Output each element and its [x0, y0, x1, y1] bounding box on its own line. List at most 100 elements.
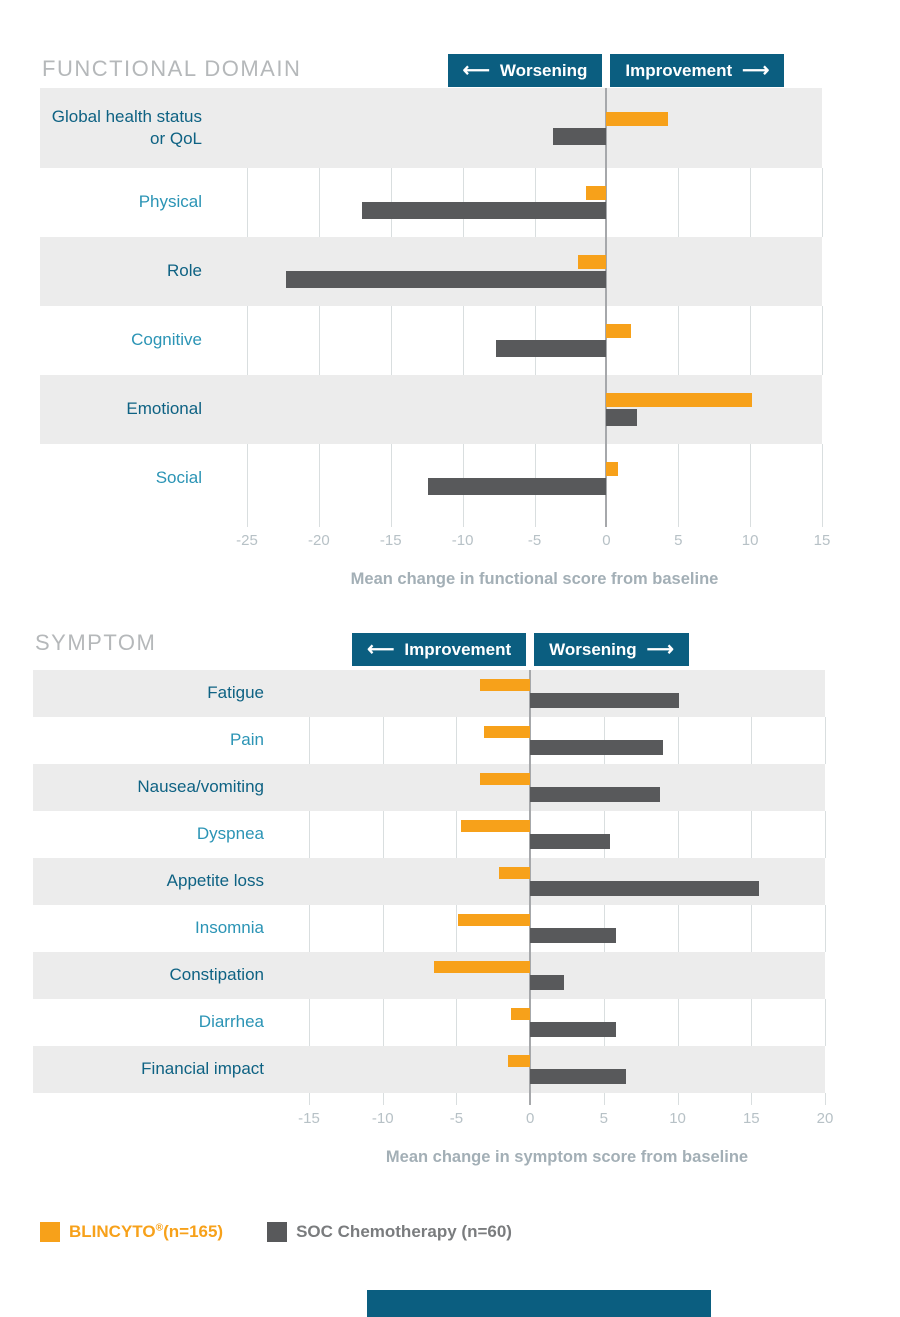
gridline: [456, 717, 458, 764]
bar-area: [247, 306, 823, 375]
soc-bar: [428, 478, 607, 495]
tick-label: 15: [742, 1110, 760, 1127]
axis-tick: [603, 1093, 605, 1105]
gridline: [750, 306, 752, 375]
blincyto-bar: [606, 111, 669, 126]
blincyto-bar: [499, 867, 531, 879]
chart-row: Role: [40, 237, 822, 306]
tick-label: -25: [236, 532, 258, 549]
tick-label: -10: [451, 532, 474, 549]
gridline: [382, 717, 384, 764]
chart-row: Dyspnea: [33, 811, 826, 858]
zero-line: [605, 88, 608, 527]
worsening-direction-banner: Worsening ⟶: [534, 633, 689, 666]
tick-label: 0: [602, 532, 611, 549]
gridline: [825, 999, 826, 1046]
x-axis-title: Mean change in functional score from bas…: [350, 570, 719, 588]
functional-domain-chart: FUNCTIONAL DOMAIN ⟵ Worsening Improvemen…: [40, 54, 830, 589]
legend: BLINCYTO®(n=165) SOC Chemotherapy (n=60): [40, 1222, 512, 1242]
soc-bar: [530, 1069, 626, 1084]
axis-tick: [309, 1093, 310, 1105]
direction-text: Worsening: [549, 639, 637, 659]
chart-row: Nausea/vomiting: [33, 764, 825, 811]
category-label: Appetite loss: [166, 871, 264, 891]
gridline: [751, 811, 753, 858]
category-label: Nausea/vomiting: [137, 777, 264, 797]
gridline: [825, 811, 826, 858]
gridline: [677, 999, 679, 1046]
gridline: [825, 905, 826, 952]
category-label: Financial impact: [141, 1059, 264, 1079]
chart-row: Appetite loss: [33, 858, 825, 905]
category-label: Pain: [229, 730, 264, 750]
category-label: Fatigue: [207, 683, 264, 703]
blincyto-bar: [606, 324, 631, 338]
gridline: [456, 811, 458, 858]
direction-text: Improvement: [404, 639, 512, 659]
gridline: [751, 717, 753, 764]
gridline: [247, 168, 248, 237]
gridline: [825, 717, 826, 764]
axis-tick: [677, 1093, 679, 1105]
gridline: [822, 306, 823, 375]
direction-text: Improvement: [625, 60, 733, 80]
axis-tick-strip: [247, 513, 823, 527]
category-label: Dyspnea: [196, 824, 264, 844]
bar-area: [309, 858, 825, 905]
gridline: [677, 905, 679, 952]
blincyto-bar: [480, 679, 531, 691]
axis-tick: [825, 1093, 826, 1105]
soc-bar: [495, 340, 607, 357]
bar-area: [247, 237, 822, 306]
legend-label-blincyto: BLINCYTO®(n=165): [69, 1222, 223, 1242]
blincyto-bar: [606, 393, 752, 407]
legend-label-soc: SOC Chemotherapy (n=60): [296, 1222, 512, 1241]
gridline: [309, 717, 310, 764]
gridline: [318, 168, 320, 237]
chart-row: Physical: [40, 168, 823, 237]
axis-tick: [462, 513, 464, 527]
tick-label: -20: [308, 532, 330, 549]
soc-bar: [530, 834, 610, 849]
gridline: [678, 306, 680, 375]
tick-label: 10: [741, 532, 759, 549]
gridline: [247, 444, 248, 513]
arrow-right-icon: ⟶: [742, 60, 770, 81]
category-label: Diarrhea: [198, 1012, 264, 1032]
bar-area: [247, 88, 822, 168]
legend-item-soc: SOC Chemotherapy (n=60): [267, 1222, 512, 1242]
gridline: [678, 444, 680, 513]
tick-label: 20: [816, 1110, 834, 1127]
improvement-direction-banner: Improvement ⟶: [610, 54, 785, 87]
blincyto-bar: [508, 1055, 531, 1067]
axis-tick: [247, 513, 248, 527]
soc-bar: [362, 202, 607, 219]
tick-label: -10: [371, 1110, 394, 1127]
soc-bar: [530, 787, 660, 802]
chart-title: FUNCTIONAL DOMAIN: [42, 56, 302, 81]
chart-row: Financial impact: [33, 1046, 825, 1093]
tick-label: 5: [674, 532, 683, 549]
blincyto-bar: [510, 1008, 531, 1020]
tick-label: -15: [379, 532, 402, 549]
bar-area: [309, 905, 826, 952]
symptom-chart: SYMPTOM ⟵ Improvement Worsening ⟶ Fatigu…: [33, 628, 833, 1167]
gridline: [751, 999, 753, 1046]
arrow-left-icon: ⟵: [462, 60, 490, 81]
gridline: [822, 444, 823, 513]
gridline: [390, 444, 392, 513]
axis-tick: [534, 513, 536, 527]
axis-tick-strip: [309, 1093, 826, 1105]
gridline: [390, 306, 392, 375]
tick-label: -15: [298, 1110, 320, 1127]
gridline: [247, 306, 248, 375]
brand-name: BLINCYTO: [69, 1222, 156, 1241]
blincyto-bar: [586, 186, 607, 200]
gridline: [462, 306, 464, 375]
gridline: [318, 306, 320, 375]
soc-bar: [530, 881, 759, 896]
chart-row: Insomnia: [33, 905, 826, 952]
